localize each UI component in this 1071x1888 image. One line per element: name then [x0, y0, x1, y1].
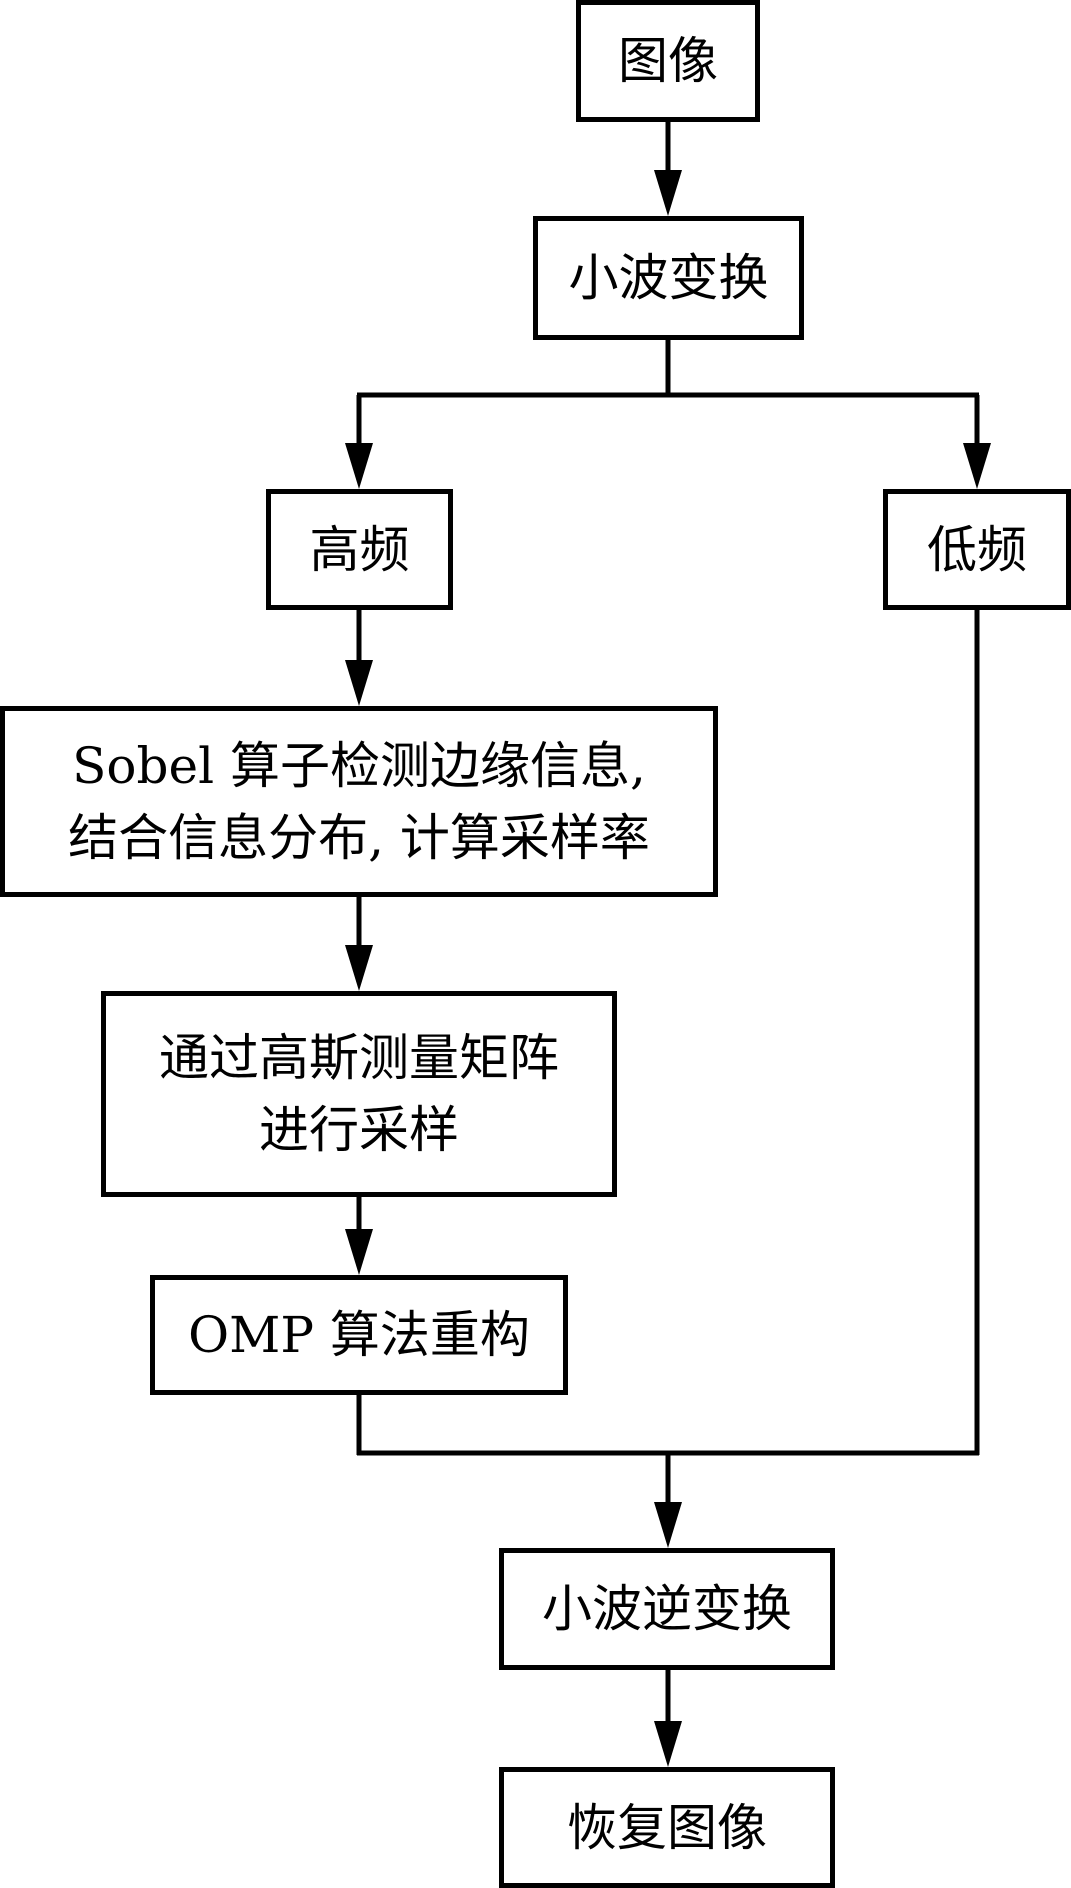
arrowhead-icon: [654, 170, 682, 216]
arrowhead-icon: [345, 945, 373, 991]
node-inverse-wavelet: 小波逆变换: [499, 1548, 835, 1670]
node-wavelet-transform-label: 小波变换: [568, 249, 769, 307]
node-low-frequency: 低频: [883, 489, 1071, 610]
arrowhead-icon: [963, 443, 991, 489]
node-restored-image-label: 恢复图像: [567, 1798, 767, 1857]
arrowhead-icon: [654, 1502, 682, 1548]
node-image: 图像: [576, 0, 760, 122]
node-gaussian-sampling: 通过高斯测量矩阵 进行采样: [101, 991, 617, 1197]
node-omp-reconstruction: OMP 算法重构: [150, 1275, 568, 1395]
node-sobel-edge-detection: Sobel 算子检测边缘信息, 结合信息分布, 计算采样率: [0, 706, 718, 897]
node-sobel-edge-detection-label: Sobel 算子检测边缘信息, 结合信息分布, 计算采样率: [68, 736, 650, 867]
node-high-frequency-label: 高频: [309, 520, 410, 579]
node-inverse-wavelet-label: 小波逆变换: [542, 1580, 792, 1638]
node-gaussian-sampling-label: 通过高斯测量矩阵 进行采样: [159, 1029, 559, 1159]
node-wavelet-transform: 小波变换: [533, 216, 804, 340]
node-image-label: 图像: [618, 32, 718, 90]
node-omp-reconstruction-label: OMP 算法重构: [188, 1306, 530, 1364]
node-low-frequency-label: 低频: [927, 520, 1027, 579]
arrowhead-icon: [345, 1229, 373, 1275]
node-restored-image: 恢复图像: [499, 1767, 835, 1888]
arrowhead-icon: [654, 1721, 682, 1767]
arrowhead-icon: [345, 443, 373, 489]
node-high-frequency: 高频: [266, 489, 453, 610]
arrowhead-icon: [345, 660, 373, 706]
